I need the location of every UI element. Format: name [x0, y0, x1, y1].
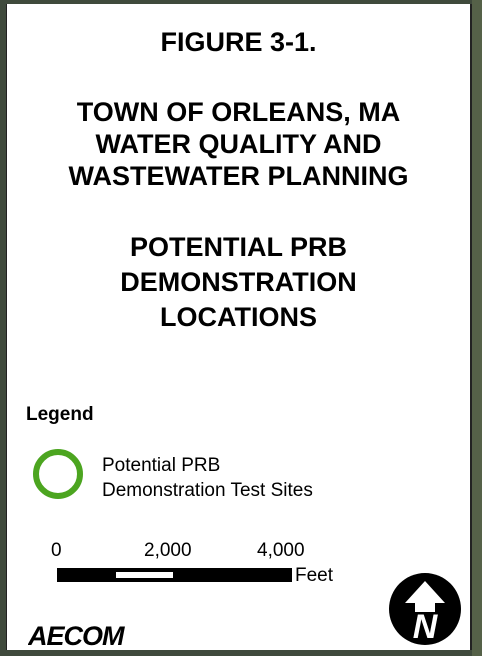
subtitle-line: TOWN OF ORLEANS, MA	[76, 97, 401, 127]
subtitle: TOWN OF ORLEANS, MA WATER QUALITY AND WA…	[7, 96, 470, 192]
scale-tick-label: 2,000	[144, 540, 192, 561]
map-title-line: DEMONSTRATION	[120, 267, 357, 297]
map-title-line: LOCATIONS	[160, 302, 317, 332]
legend-label-line: Demonstration Test Sites	[102, 480, 313, 501]
subtitle-line: WASTEWATER PLANNING	[68, 161, 409, 191]
scale-tick-label: 4,000	[257, 540, 305, 561]
legend-label-line: Potential PRB	[102, 455, 221, 476]
prb-site-circle-icon	[33, 449, 83, 499]
map-title: POTENTIAL PRB DEMONSTRATION LOCATIONS	[7, 230, 470, 335]
north-letter: N	[413, 608, 439, 646]
subtitle-line: WATER QUALITY AND	[95, 129, 382, 159]
scale-tick-label: 0	[51, 540, 62, 561]
figure-label: FIGURE 3-1.	[160, 27, 317, 57]
legend-item-label: Potential PRB Demonstration Test Sites	[102, 453, 313, 503]
north-arrow-icon: N	[389, 573, 461, 646]
scale-bar-segment	[57, 568, 292, 582]
map-title-line: POTENTIAL PRB	[129, 232, 347, 262]
title-block: FIGURE 3-1. TOWN OF ORLEANS, MA WATER QU…	[7, 26, 470, 335]
scale-bar-segment	[116, 572, 173, 578]
scale-bar	[57, 568, 292, 582]
legend-heading: Legend	[26, 404, 94, 425]
aecom-logo: AECOM	[28, 621, 126, 650]
logo-text: AECOM	[28, 621, 125, 650]
legend-panel: FIGURE 3-1. TOWN OF ORLEANS, MA WATER QU…	[6, 4, 472, 650]
scale-unit: Feet	[295, 565, 334, 586]
